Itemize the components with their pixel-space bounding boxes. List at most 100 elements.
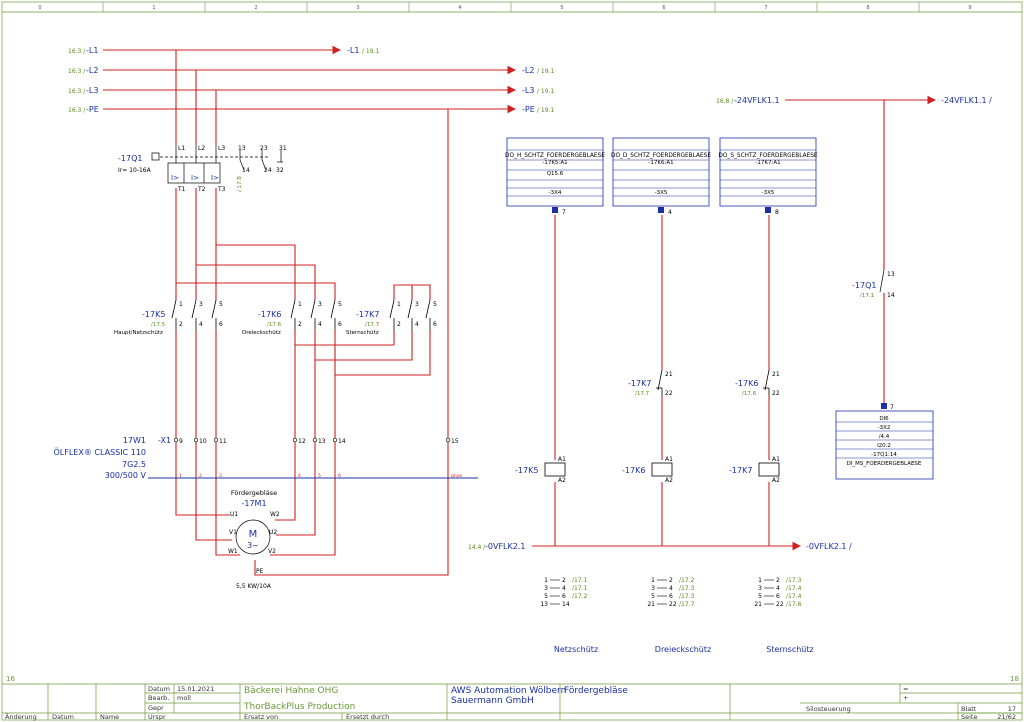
l3-label-right: -L3 — [522, 86, 534, 95]
contact-table-ref: /17.7 — [679, 601, 695, 608]
contact-table-ref: /17.2 — [679, 577, 695, 584]
contact-blade — [211, 299, 217, 319]
column-number: 1 — [152, 5, 155, 11]
contact-top-number: 1 — [298, 301, 302, 308]
contact-top-number: 3 — [415, 301, 419, 308]
contact-table-ref: /17.3 — [679, 593, 695, 600]
interlock-top: 21 — [772, 371, 780, 378]
motor-term-v1: V1 — [229, 529, 237, 536]
aux-contact-tag: -17Q1 — [852, 281, 876, 290]
contact-blade — [191, 299, 197, 319]
cable-core-number: gnye — [451, 474, 462, 479]
plc-output-pin-marker — [765, 207, 771, 213]
footer-company2: Sauermann GmbH — [451, 696, 534, 706]
interlock-tag: -17K6 — [735, 379, 758, 388]
contact-table-from: 5 — [758, 593, 762, 600]
prev-page: 16 — [6, 675, 15, 683]
v24-label-right: -24VFLK1.1 / — [941, 96, 992, 105]
coil-a2: A2 — [665, 477, 673, 484]
contact-table-from: 1 — [544, 577, 548, 584]
breaker-top-label: L1 — [178, 145, 185, 152]
contact-bottom-number: 6 — [219, 321, 223, 328]
coil-tag: -17K7 — [729, 466, 752, 475]
plc-output-box: DO_H_SCHTZ_FOERDERGEBLAESE-17K5:A1Q15.6-… — [505, 137, 605, 216]
motor-symbol — [235, 519, 271, 555]
aux-contact-bottom: 14 — [887, 292, 895, 299]
contact-blade — [407, 299, 413, 319]
plc-output-pin: 8 — [775, 209, 779, 216]
breaker-top-label: L2 — [198, 145, 205, 152]
plc-output-name: DO_D_SCHTZ_FOERDERGEBLAESE — [611, 153, 711, 159]
contact-blade — [425, 299, 431, 319]
contact-table-from: 1 — [758, 577, 762, 584]
contact-table-from: 3 — [758, 585, 762, 592]
contact-table-to: 6 — [669, 593, 673, 600]
footer-blatt: 17 — [1008, 705, 1016, 713]
contactor-ref: /17.6 — [267, 322, 282, 328]
terminal-number: 14 — [338, 438, 346, 445]
contact-table-ref: /17.6 — [786, 601, 802, 608]
terminal-point — [292, 437, 298, 443]
contact-table-ref: /17.4 — [786, 585, 802, 592]
label-name: Name — [100, 713, 119, 721]
aux-contact-ref: /17.1 — [860, 293, 874, 299]
plc-output-frame — [506, 137, 604, 207]
contact-bottom-number: 4 — [318, 321, 322, 328]
plc-output-pin-marker — [552, 207, 558, 213]
contact-table-label: Sternschütz — [766, 645, 813, 654]
plc-output-pin: 7 — [562, 209, 566, 216]
column-number: 0 — [38, 5, 41, 11]
motor-term-u1: U1 — [230, 511, 238, 518]
plc-output-frame — [719, 137, 817, 207]
label-ersatz-durch: Ersetzt durch — [346, 713, 389, 721]
interlock-top: 21 — [665, 371, 673, 378]
footer-station: Silosteuerung — [806, 705, 851, 713]
footer-sheet-title: Fördergebläse — [564, 686, 628, 696]
breaker-rating: Ir= 10-16A — [118, 167, 152, 174]
contact-table-to: 4 — [776, 585, 780, 592]
terminal-point — [173, 437, 179, 443]
terminal-number: 12 — [298, 438, 306, 445]
coil-tag: -17K6 — [622, 466, 645, 475]
contactor-ref: /17.7 — [365, 322, 380, 328]
footer-company1: AWS Automation Wölbern — [451, 686, 566, 696]
contact-table-to: 2 — [776, 577, 780, 584]
svg-text:I>: I> — [191, 174, 199, 182]
coil-a2: A2 — [558, 477, 566, 484]
breaker-bottom-label: 24 — [264, 167, 272, 174]
column-number: 5 — [560, 5, 563, 11]
terminal-number: 13 — [318, 438, 326, 445]
interlock-ref: /17.6 — [742, 391, 757, 397]
breaker-top-label: 31 — [279, 145, 287, 152]
contact-table-from: 3 — [544, 585, 548, 592]
contact-table-to: 22 — [776, 601, 784, 608]
contact-table-to: 4 — [562, 585, 566, 592]
plc-output-row2: Q15.6 — [547, 171, 564, 177]
plc-input-module: 7DI6-3X2/4.4I20.2-17Q1:14DI_MS_FOERDERGE… — [835, 403, 934, 480]
power-wiring — [175, 188, 431, 556]
footer-project: ThorBackPlus Production — [243, 702, 355, 712]
breaker-bottom-label: 32 — [276, 167, 284, 174]
column-number: 7 — [764, 5, 767, 11]
l3-dest-ref: / 19.1 — [537, 88, 554, 95]
cable-core-number: 2 — [199, 473, 202, 479]
breaker-bottom-label: 14 — [242, 167, 250, 174]
contact-top-number: 3 — [318, 301, 322, 308]
coil-body — [651, 462, 673, 477]
contact-table-ref: /17.4 — [786, 593, 802, 600]
label-urspr: Urspr — [148, 713, 166, 721]
contact-bottom-number: 4 — [415, 321, 419, 328]
contact-table-to: 2 — [669, 577, 673, 584]
terminal-point — [193, 437, 199, 443]
plc-output-row4: -3X5 — [762, 190, 775, 196]
contact-bottom-number: 4 — [199, 321, 203, 328]
breaker-bottom-label: T2 — [197, 186, 206, 193]
